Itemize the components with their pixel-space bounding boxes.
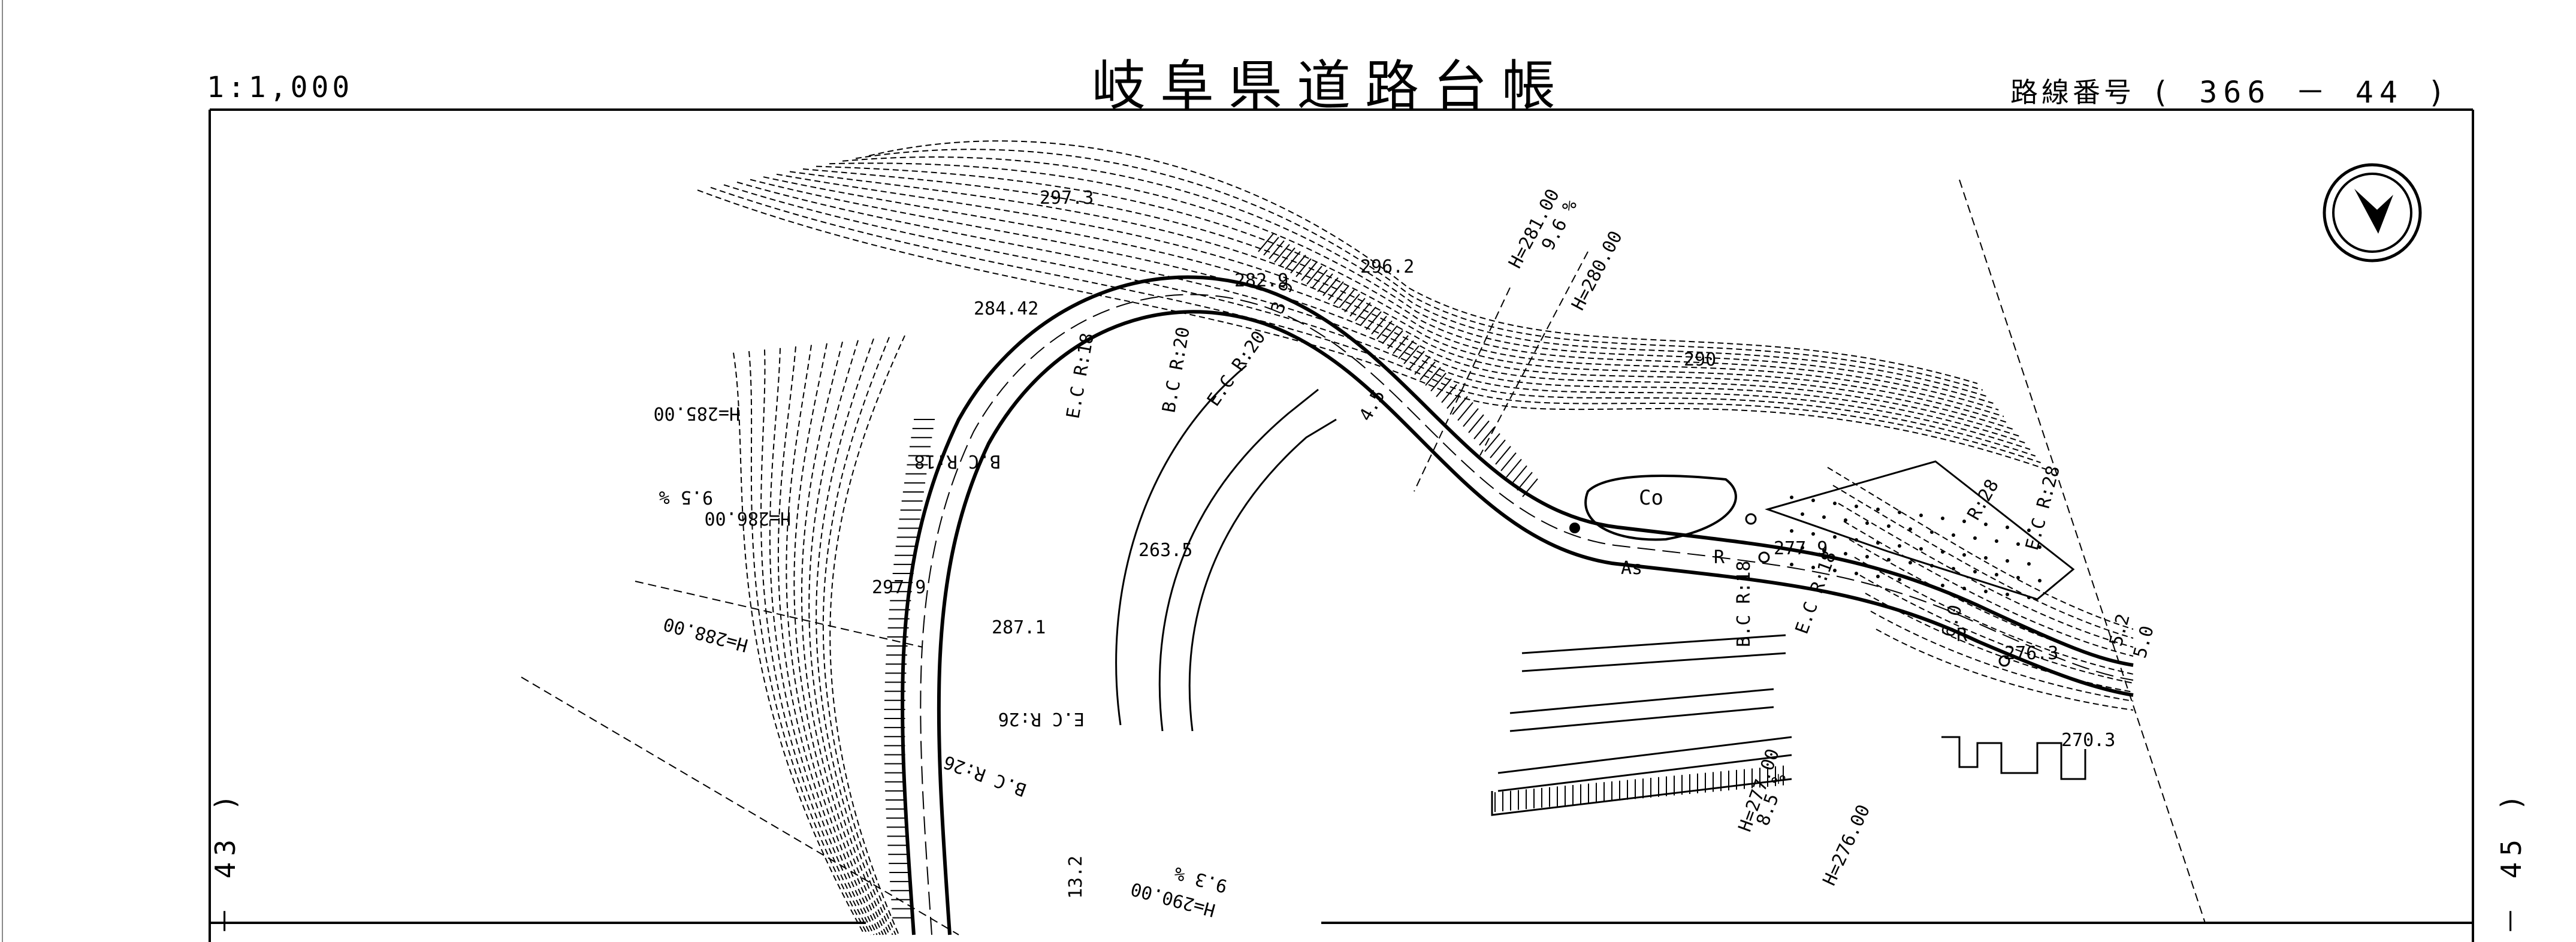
dimension-label: 4.5	[1355, 387, 1390, 425]
elevation-label: 297.3	[1040, 188, 1094, 209]
page-title: 岐阜県道路台帳	[1092, 55, 1570, 117]
scale-label: 1:1,000	[207, 71, 354, 104]
concrete-area	[1584, 475, 1737, 541]
elevation-label: 276.3	[2004, 643, 2058, 664]
curve-label: E.C R:26	[998, 708, 1085, 729]
elevation-label: 277.9	[1774, 538, 1828, 559]
surface-label: Co	[1639, 486, 1663, 510]
gradient-height: H=280.00	[1568, 228, 1627, 314]
elevation-label: 263.5	[1138, 540, 1192, 561]
gradient-height: H=285.00	[654, 403, 741, 424]
adjacent-sheet-left: － 43 )	[209, 788, 241, 935]
gradient-height: H=276.00	[1819, 802, 1875, 889]
curve-label: R:28	[1964, 476, 2003, 524]
dimension-label: 5.0	[2130, 624, 2158, 660]
elevation-label: 282.9	[1234, 270, 1288, 291]
dimension-label: 5.2	[2106, 612, 2134, 648]
curve-label: B.C R:18	[1734, 561, 1754, 648]
elevation-label: 287.1	[992, 617, 1046, 638]
map-frame	[209, 108, 2474, 942]
reference-lines	[521, 179, 2206, 935]
route-label: 路線番号	[2010, 76, 2135, 108]
surface-label: R	[1956, 625, 1968, 646]
north-arrow-icon	[2323, 163, 2422, 262]
curve-label: E.C R:28	[2022, 463, 2064, 552]
curve-label: E.C R:20	[1203, 327, 1270, 410]
curve-label: B.C R:20	[1158, 325, 1194, 414]
adjacent-sheet-right: － 45 )	[2495, 788, 2527, 935]
gradient-height: H=286.00	[705, 508, 792, 529]
curve-label: B.C R:18	[914, 451, 1001, 472]
dotted-field	[1765, 460, 2075, 600]
gradient-height: H=288.00	[661, 613, 750, 656]
curve-label: B.C R:26	[941, 751, 1029, 800]
elevation-label: 296.2	[1360, 256, 1414, 277]
slope-hatching	[884, 233, 1538, 919]
route-number: ( 366 － 44 )	[2151, 75, 2452, 110]
curve-label: E.C R:18	[1062, 331, 1098, 420]
survey-points	[1569, 513, 2010, 667]
gradient-percent: 9.5 %	[659, 487, 713, 508]
lot-lines	[1491, 634, 2086, 816]
surface-label: R	[1714, 547, 1725, 568]
elevation-label: 290	[1684, 349, 1716, 370]
fence	[1494, 765, 1784, 812]
surface-label: As	[1621, 558, 1642, 579]
elevation-label: 297.9	[872, 577, 926, 598]
contour-lines	[697, 140, 2134, 935]
elevation-label: 284.42	[974, 298, 1038, 319]
dimension-label: 13.2	[1065, 856, 1086, 899]
elevation-label: 270.3	[2061, 730, 2115, 751]
road-alignment	[901, 275, 2134, 935]
